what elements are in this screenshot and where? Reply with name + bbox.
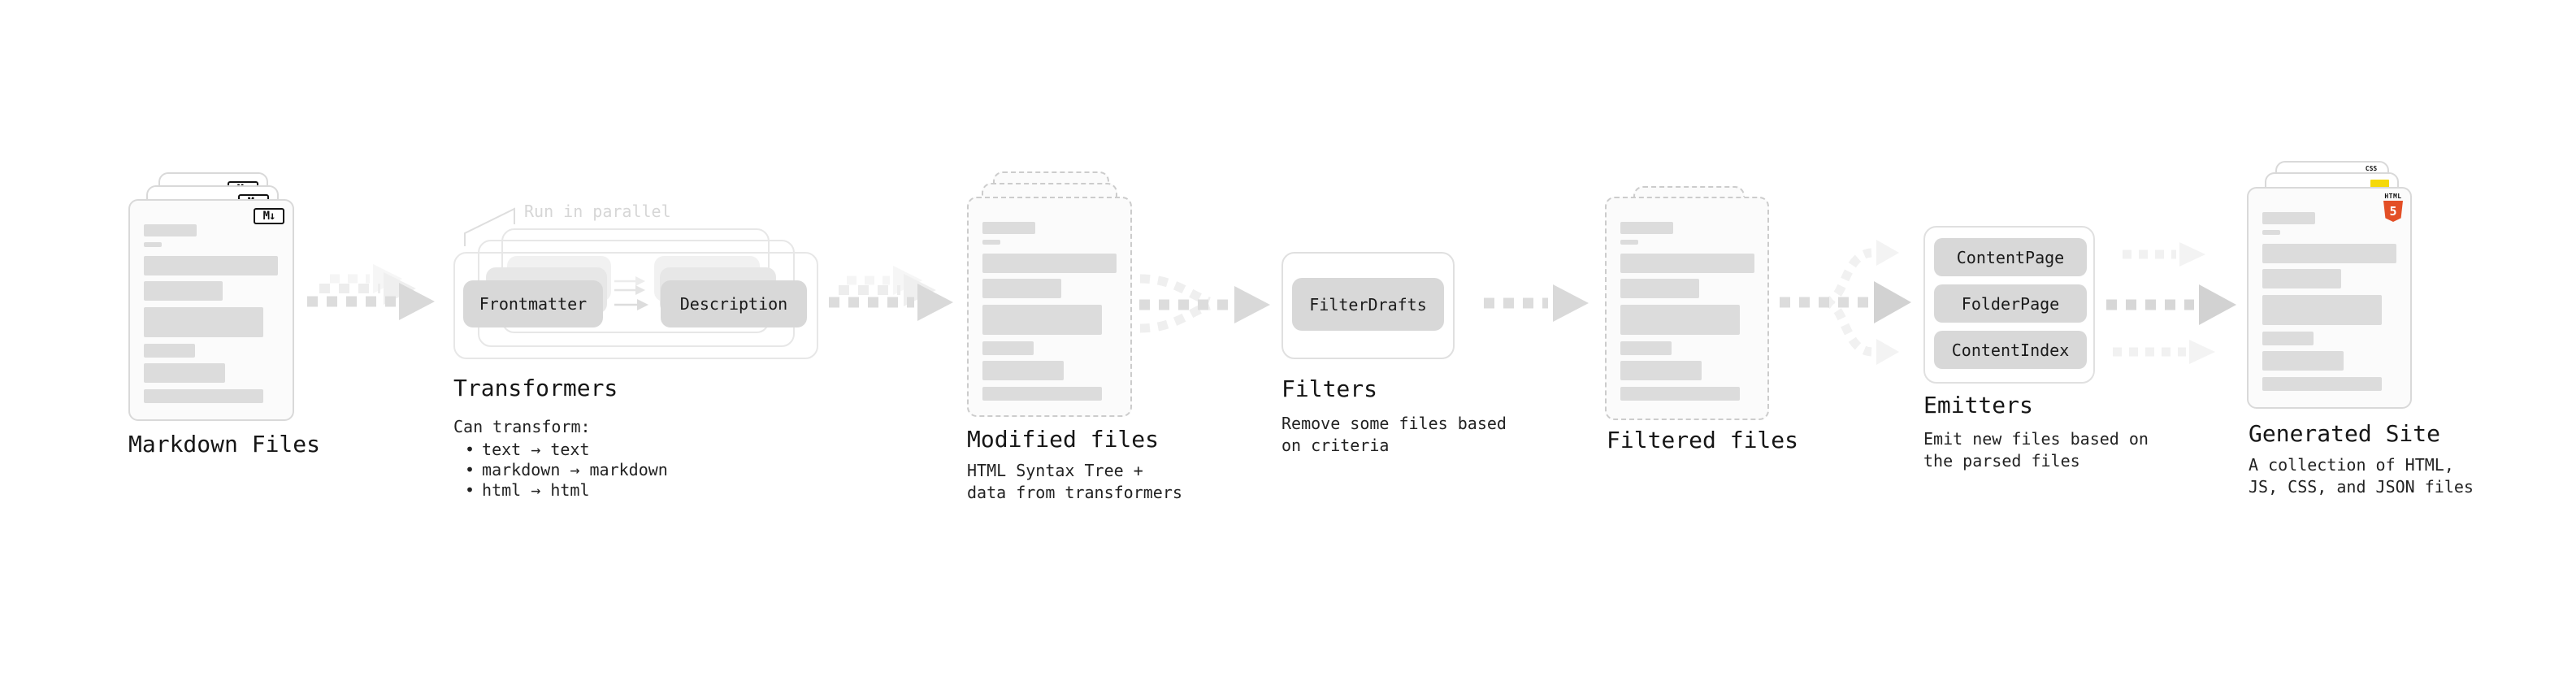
filters-desc-line1: Remove some files based <box>1281 414 1507 433</box>
skeleton-text-bar <box>2262 212 2315 224</box>
skeleton-text-bar <box>144 256 278 275</box>
skeleton-text-bar <box>2262 332 2314 345</box>
skeleton-text-bar <box>1620 361 1702 380</box>
filtered-files-title: Filtered files <box>1607 427 1799 453</box>
html5-icon: HTML 5 <box>2383 193 2404 222</box>
site-file-card-html: HTML 5 <box>2247 187 2412 409</box>
skeleton-text-bar <box>144 389 263 403</box>
skeleton-text-bar <box>2262 351 2344 371</box>
skeleton-text-bar <box>144 224 197 236</box>
skeleton-text-bar <box>2262 377 2382 391</box>
emitters-title: Emitters <box>1923 392 2033 419</box>
frontmatter-node: Frontmatter <box>463 280 603 327</box>
transformers-title: Transformers <box>453 375 618 401</box>
skeleton-text-bar <box>1620 387 1740 401</box>
skeleton-text-bar <box>982 222 1035 234</box>
markdown-file-card-front: M↓ <box>128 199 294 421</box>
skeleton-text-bar <box>144 363 225 383</box>
css-icon: CSS <box>2365 165 2378 172</box>
skeleton-text-bar <box>2262 230 2280 235</box>
skeleton-text-bar <box>1620 254 1754 273</box>
filterdrafts-node: FilterDrafts <box>1292 278 1444 331</box>
emitters-desc-line1: Emit new files based on <box>1923 429 2149 449</box>
skeleton-text-bar <box>144 242 162 247</box>
skeleton-text-bar <box>144 307 263 337</box>
contentpage-node: ContentPage <box>1934 238 2087 276</box>
transform-bullet-markdown: • markdown → markdown <box>465 460 668 479</box>
description-node: Description <box>661 280 807 327</box>
markdown-files-title: Markdown Files <box>128 431 321 458</box>
skeleton-text-bar <box>1620 240 1638 245</box>
skeleton-text-bar <box>982 361 1064 380</box>
markdown-icon: M↓ <box>254 208 284 224</box>
skeleton-text-bar <box>2262 269 2341 288</box>
skeleton-text-bar <box>1620 305 1740 335</box>
modified-files-desc-line2: data from transformers <box>967 483 1182 502</box>
bullet-icon: • <box>465 440 475 459</box>
emitters-desc-line2: the parsed files <box>1923 451 2080 471</box>
javascript-icon <box>2370 180 2389 188</box>
filters-title: Filters <box>1281 375 1378 402</box>
filtered-file-card-front <box>1605 197 1769 420</box>
arrow-markdown-to-transformers <box>307 264 435 320</box>
skeleton-text-bar <box>982 305 1102 335</box>
bullet-icon: • <box>465 460 475 479</box>
skeleton-text-bar <box>2262 244 2396 263</box>
skeleton-text-bar <box>144 344 195 358</box>
arrow-modified-to-filters <box>1139 274 1270 333</box>
skeleton-text-bar <box>2262 295 2382 325</box>
arrows-emitters-to-site <box>2106 242 2236 364</box>
skeleton-text-bar <box>982 279 1061 298</box>
skeleton-text-bar <box>982 240 1000 245</box>
skeleton-text-bar <box>982 254 1117 273</box>
folderpage-node: FolderPage <box>1934 284 2087 323</box>
generated-site-title: Generated Site <box>2249 420 2441 447</box>
modified-file-card-front <box>967 197 1132 417</box>
skeleton-text-bar <box>1620 279 1699 298</box>
modified-files-title: Modified files <box>967 426 1160 453</box>
skeleton-text-bar <box>982 387 1102 401</box>
contentindex-node: ContentIndex <box>1934 331 2087 369</box>
filters-desc-line2: on criteria <box>1281 436 1390 455</box>
transform-bullet-html: • html → html <box>465 480 590 500</box>
run-in-parallel-label: Run in parallel <box>524 202 671 221</box>
generated-site-desc-line1: A collection of HTML, <box>2249 455 2454 475</box>
arrow-transformers-to-modified <box>829 266 953 321</box>
arrow-filtered-to-emitters <box>1780 240 1911 365</box>
arrow-filters-to-filtered <box>1484 284 1589 322</box>
transformers-desc-heading: Can transform: <box>453 417 591 436</box>
transform-bullet-text: • text → text <box>465 440 590 459</box>
skeleton-text-bar <box>1620 222 1673 234</box>
bullet-icon: • <box>465 480 475 500</box>
skeleton-text-bar <box>1620 341 1672 355</box>
skeleton-text-bar <box>144 281 223 301</box>
modified-files-desc-line1: HTML Syntax Tree + <box>967 461 1143 480</box>
transformer-layer-outline-front <box>453 252 818 359</box>
generated-site-desc-line2: JS, CSS, and JSON files <box>2249 477 2474 497</box>
skeleton-text-bar <box>982 341 1034 355</box>
